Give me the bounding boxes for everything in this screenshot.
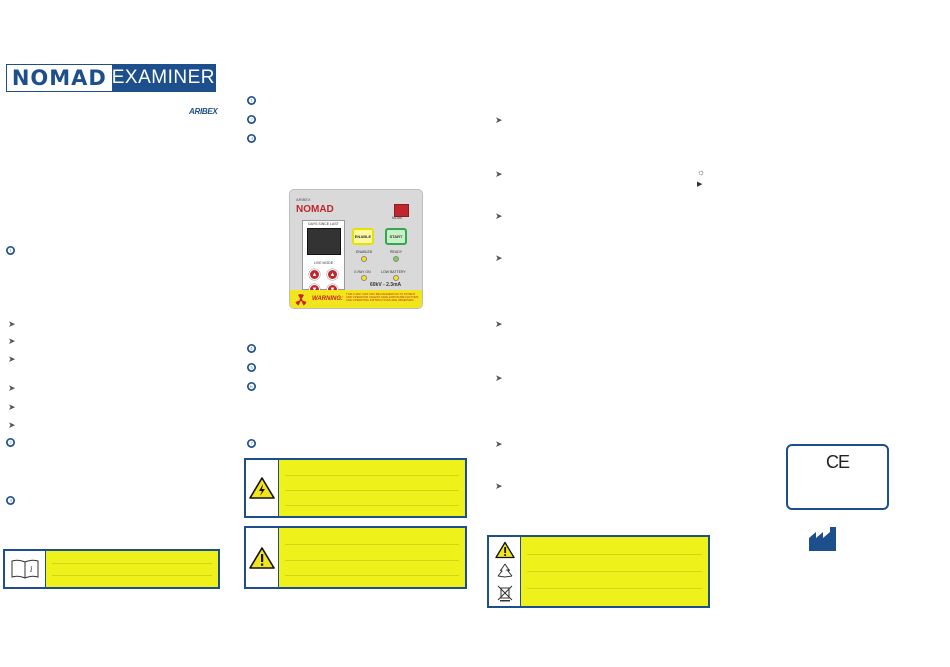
bullet-arrow-icon: ➤ <box>8 383 16 393</box>
enable-button: ENABLE <box>352 228 374 245</box>
radiation-icon <box>295 294 307 306</box>
up-arrow-icon: ▲ <box>327 269 338 280</box>
panel-warning-strip: WARNING: THIS X-RAY UNIT MAY BE DANGEROU… <box>290 290 422 308</box>
svg-text:i: i <box>30 565 33 574</box>
ce-mark: CE <box>825 452 850 472</box>
step-2-marker: ❷ <box>6 438 15 447</box>
step-5-marker: ❺ <box>247 363 256 372</box>
warning-text: THIS X-RAY UNIT MAY BE DANGEROUS TO PATI… <box>346 292 419 303</box>
led-low-battery-label: LOW BATTERY <box>381 270 406 274</box>
bullet-arrow-icon: ➤ <box>495 115 503 125</box>
led-low-battery <box>393 275 399 281</box>
step-1-marker: ❶ <box>247 96 256 105</box>
manual-notice-box: i <box>3 549 220 589</box>
logo-examiner-text: EXAMINER <box>111 65 215 91</box>
play-icon: ▶ <box>697 181 703 188</box>
disposal-icons <box>489 537 521 606</box>
aribex-logo: ARIBEX <box>189 107 218 116</box>
bullet-arrow-icon: ➤ <box>495 319 503 329</box>
nomad-examiner-logo: NOMAD EXAMINER <box>6 64 216 92</box>
bullet-arrow-icon: ➤ <box>8 336 16 346</box>
led-xray-label: X-RAY ON <box>354 270 371 274</box>
ce-mark-box: CE <box>786 444 889 510</box>
bullet-arrow-icon: ➤ <box>495 211 503 221</box>
bullet-arrow-icon: ➤ <box>495 253 503 263</box>
disposal-notice-box <box>487 535 710 608</box>
mode-label: MODE <box>392 216 403 220</box>
bullet-arrow-icon: ➤ <box>8 402 16 412</box>
bullet-arrow-icon: ➤ <box>495 481 503 491</box>
step-4-marker: ❹ <box>247 344 256 353</box>
step-3-marker: ❸ <box>6 496 15 505</box>
mode-button <box>394 204 409 217</box>
step-3-marker: ❸ <box>247 134 256 143</box>
sun-icon: ☼ <box>697 167 706 177</box>
bullet-arrow-icon: ➤ <box>8 319 16 329</box>
warning-triangle-icon <box>494 541 515 559</box>
step-6-marker: ❻ <box>247 382 256 391</box>
weee-bin-icon <box>497 585 512 602</box>
manual-book-icon: i <box>5 551 46 587</box>
kv-readout: 60kV - 2.3mA <box>370 282 402 288</box>
display-screen <box>307 228 341 255</box>
step-2-marker: ❷ <box>247 115 256 124</box>
bullet-arrow-icon: ➤ <box>495 373 503 383</box>
general-warning-box <box>244 526 467 589</box>
step-1-marker: ❶ <box>6 246 15 255</box>
warning-triangle-icon <box>246 528 279 587</box>
kv-mode-label: LIVE MODE <box>313 261 334 265</box>
step-7-marker: ❼ <box>247 439 256 448</box>
warning-title: WARNING: <box>312 296 343 302</box>
panel-brand-small: ARIBEX <box>296 197 311 202</box>
up-arrow-icon: ▲ <box>309 269 320 280</box>
led-enabled <box>361 256 367 262</box>
manufacturer-icon <box>809 527 836 551</box>
start-button: START <box>385 228 407 245</box>
led-enabled-label: ENABLED <box>356 250 373 254</box>
bullet-arrow-icon: ➤ <box>8 420 16 430</box>
panel-brand: NOMAD <box>296 204 334 215</box>
display-label: DAYS SINCE LAST <box>308 222 339 226</box>
electric-hazard-box <box>244 458 467 518</box>
logo-nomad-text: NOMAD <box>7 65 112 91</box>
bullet-arrow-icon: ➤ <box>495 169 503 179</box>
recycle-icon <box>497 564 512 578</box>
electric-hazard-icon <box>246 460 279 516</box>
control-panel-illustration: ARIBEX NOMAD MODE DAYS SINCE LAST LIVE M… <box>289 189 423 309</box>
bullet-arrow-icon: ➤ <box>8 354 16 364</box>
led-xray <box>361 275 367 281</box>
panel-display: DAYS SINCE LAST LIVE MODE ▲ ▲ ▼ ▼ <box>302 220 345 295</box>
led-ready <box>393 256 399 262</box>
led-ready-label: READY <box>390 250 403 254</box>
bullet-arrow-icon: ➤ <box>495 439 503 449</box>
